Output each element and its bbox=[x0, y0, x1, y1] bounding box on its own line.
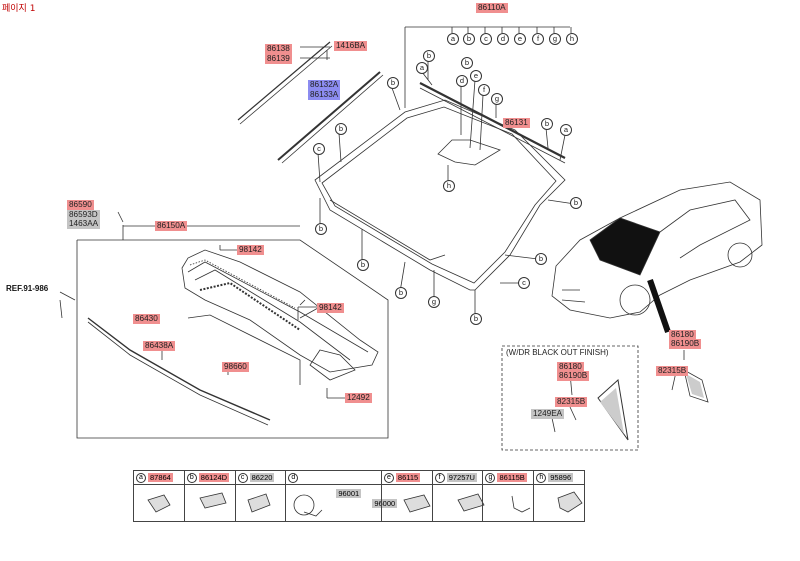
legend-letter: d bbox=[288, 472, 299, 483]
part-86133a: 86133A bbox=[308, 90, 341, 100]
callout-a: a bbox=[560, 124, 572, 136]
callout-b: b bbox=[335, 123, 347, 135]
part-86139: 86139 bbox=[265, 54, 292, 64]
legend-letter: b bbox=[186, 472, 197, 483]
part-86430: 86430 bbox=[133, 314, 160, 324]
callout-b: b bbox=[315, 223, 327, 235]
part-86131: 86131 bbox=[503, 118, 530, 128]
circle-h-top: h bbox=[566, 33, 578, 45]
callout-h: h bbox=[443, 180, 455, 192]
part-86190b: 86190B bbox=[669, 339, 702, 349]
legend-letter: a bbox=[136, 472, 146, 483]
part-86110a: 86110A bbox=[476, 3, 508, 13]
callout-b: b bbox=[535, 253, 547, 265]
legend-letter: h bbox=[536, 472, 547, 483]
ref-label: REF.91-986 bbox=[6, 284, 49, 293]
legend-sub-96001: 96001 bbox=[336, 489, 362, 498]
callout-b: b bbox=[570, 197, 582, 209]
circle-e-top: e bbox=[514, 33, 526, 45]
legend-part: 86124D bbox=[198, 473, 230, 482]
callout-b: b bbox=[387, 77, 399, 89]
callout-g: g bbox=[428, 296, 440, 308]
legend-part: 97257U bbox=[446, 473, 477, 482]
legend-part: 86220 bbox=[249, 473, 275, 482]
blackout-part-1249ea: 1249EA bbox=[531, 409, 565, 419]
callout-b: b bbox=[470, 313, 482, 325]
blackout-part-82315b: 82315B bbox=[555, 397, 588, 407]
legend-sub-96000: 96000 bbox=[372, 499, 398, 508]
part-82315b: 82315B bbox=[656, 366, 689, 376]
part-1416ba: 1416BA bbox=[334, 41, 368, 51]
legend-part: 86115B bbox=[497, 473, 527, 482]
part-86590: 86590 bbox=[67, 200, 94, 210]
callout-e: e bbox=[470, 70, 482, 82]
legend-letter: e bbox=[383, 472, 394, 483]
legend-part: 95896 bbox=[548, 473, 574, 482]
part-1463aa: 1463AA bbox=[67, 219, 101, 229]
circle-d-top: d bbox=[497, 33, 509, 45]
callout-f: f bbox=[478, 84, 490, 96]
callout-c: c bbox=[313, 143, 325, 155]
part-98142-lower: 98142 bbox=[317, 303, 344, 313]
callout-b: b bbox=[423, 50, 435, 62]
blackout-box-title: (W/DR BLACK OUT FINISH) bbox=[506, 348, 609, 357]
legend-letter: c bbox=[237, 472, 248, 483]
page-label: 페이지 1 bbox=[2, 4, 36, 14]
callout-c: c bbox=[518, 277, 530, 289]
part-86138: 86138 bbox=[265, 44, 292, 54]
circle-b-top: b bbox=[463, 33, 475, 45]
circle-c-top: c bbox=[480, 33, 492, 45]
callout-g: g bbox=[491, 93, 503, 105]
part-86438a: 86438A bbox=[143, 341, 176, 351]
part-98142-upper: 98142 bbox=[237, 245, 264, 255]
callout-b: b bbox=[357, 259, 369, 271]
callout-b: b bbox=[461, 57, 473, 69]
part-86150a: 86150A bbox=[155, 221, 188, 231]
part-98660: 98660 bbox=[222, 362, 249, 372]
part-86593d: 86593D bbox=[67, 210, 100, 220]
part-12492: 12492 bbox=[345, 393, 372, 403]
legend-part: 86115 bbox=[395, 473, 421, 482]
blackout-part-86190b: 86190B bbox=[557, 371, 590, 381]
callout-a: a bbox=[416, 62, 428, 74]
legend-part: 87864 bbox=[148, 473, 173, 482]
callout-b: b bbox=[395, 287, 407, 299]
callout-b: b bbox=[541, 118, 553, 130]
callout-d: d bbox=[456, 75, 468, 87]
legend-cell-d: d 96001 96000 bbox=[285, 470, 398, 522]
circle-a-top: a bbox=[447, 33, 459, 45]
part-86180: 86180 bbox=[669, 330, 696, 340]
legend-letter: f bbox=[434, 472, 445, 483]
blackout-part-86180: 86180 bbox=[557, 362, 584, 372]
circle-g-top: g bbox=[549, 33, 561, 45]
part-86132a: 86132A bbox=[308, 80, 341, 90]
circle-f-top: f bbox=[532, 33, 544, 45]
legend-letter: g bbox=[485, 472, 496, 483]
